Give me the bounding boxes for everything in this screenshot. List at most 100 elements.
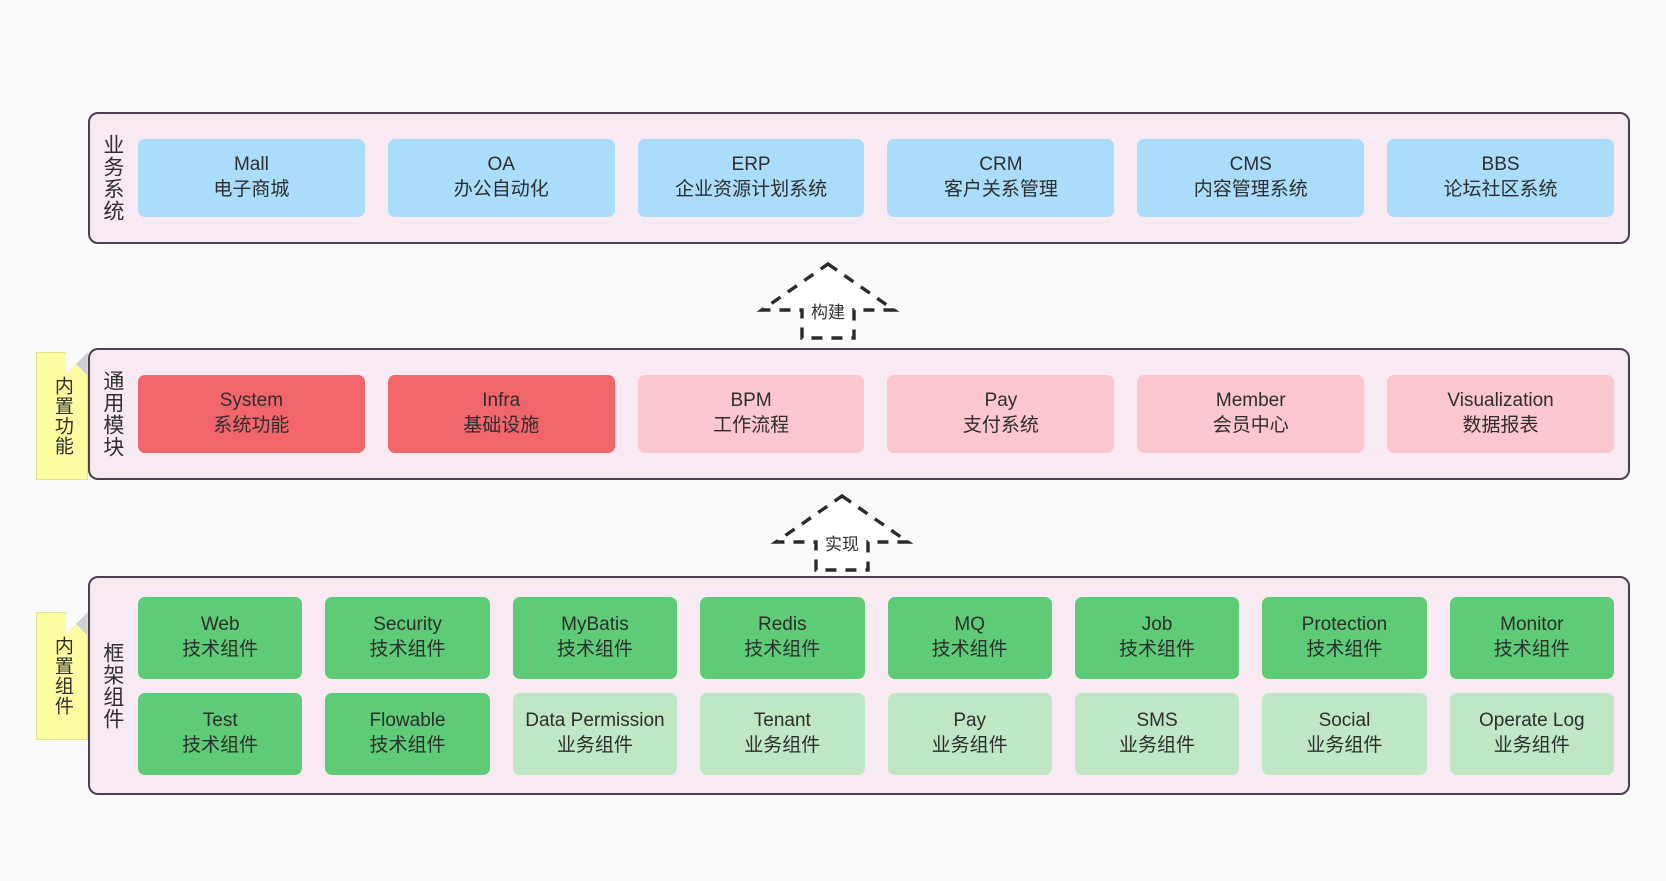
card-title: Infra: [482, 390, 521, 412]
card-mall[interactable]: Mall 电子商城: [138, 139, 365, 217]
card-social[interactable]: Social 业务组件: [1262, 692, 1427, 775]
card-subtitle: 论坛社区系统: [1443, 179, 1558, 200]
card-title: Redis: [758, 613, 807, 635]
connector-build-label: 构建: [811, 303, 845, 322]
card-web[interactable]: Web 技术组件: [138, 596, 303, 679]
card-mybatis[interactable]: MyBatis 技术组件: [512, 596, 678, 679]
card-title: SMS: [1136, 709, 1178, 731]
connector-implement: 实现: [770, 492, 914, 572]
card-row: System 系统功能 Infra 基础设施 BPM 工作流程 Pay 支付系统…: [138, 375, 1614, 453]
card-subtitle: 基础设施: [463, 415, 540, 436]
card-title: Operate Log: [1478, 709, 1585, 731]
layer-framework-title: 框架组件: [100, 641, 124, 730]
card-subtitle: 系统功能: [213, 415, 290, 436]
layer-business-system: 业务系统 Mall 电子商城 OA 办公自动化 ERP 企业资源计划系统 CRM…: [88, 112, 1630, 244]
layer-modules-cards: System 系统功能 Infra 基础设施 BPM 工作流程 Pay 支付系统…: [134, 350, 1628, 478]
card-row: Mall 电子商城 OA 办公自动化 ERP 企业资源计划系统 CRM 客户关系…: [138, 139, 1614, 217]
card-subtitle: 业务组件: [744, 734, 821, 756]
connector-implement-label: 实现: [825, 535, 859, 554]
card-member[interactable]: Member 会员中心: [1137, 375, 1365, 453]
card-subtitle: 技术组件: [1119, 638, 1196, 660]
card-title: BBS: [1481, 154, 1520, 176]
card-oa[interactable]: OA 办公自动化: [387, 139, 615, 217]
card-title: Member: [1215, 390, 1286, 412]
sticky-note-label: 内置组件: [51, 636, 73, 716]
card-subtitle: 电子商城: [213, 179, 290, 200]
card-pay[interactable]: Pay 支付系统: [887, 375, 1115, 453]
card-cms[interactable]: CMS 内容管理系统: [1137, 139, 1365, 217]
card-title: MQ: [954, 613, 985, 635]
card-title: CMS: [1229, 154, 1272, 176]
card-subtitle: 技术组件: [182, 734, 259, 756]
card-subtitle: 业务组件: [931, 734, 1008, 756]
card-subtitle: 支付系统: [962, 415, 1039, 436]
card-crm[interactable]: CRM 客户关系管理: [887, 139, 1115, 217]
layer-modules-title: 通用模块: [100, 370, 124, 458]
card-subtitle: 业务组件: [556, 734, 633, 756]
card-title: Job: [1141, 613, 1173, 635]
card-title: Web: [200, 613, 240, 635]
card-erp[interactable]: ERP 企业资源计划系统: [637, 139, 865, 217]
card-title: CRM: [979, 154, 1023, 176]
card-title: Pay: [953, 709, 987, 731]
card-subtitle: 工作流程: [713, 415, 790, 436]
card-subtitle: 业务组件: [1306, 734, 1383, 756]
card-subtitle: 技术组件: [369, 638, 446, 660]
card-subtitle: 数据报表: [1462, 415, 1539, 436]
card-bpm[interactable]: BPM 工作流程: [637, 375, 865, 453]
card-subtitle: 技术组件: [556, 638, 633, 660]
card-title: Mall: [233, 154, 269, 176]
card-title: ERP: [731, 154, 771, 176]
layer-business-title: 业务系统: [100, 134, 124, 222]
card-row: Test 技术组件 Flowable 技术组件 Data Permission …: [138, 692, 1614, 775]
card-sms[interactable]: SMS 业务组件: [1074, 692, 1240, 775]
card-subtitle: 企业资源计划系统: [675, 179, 828, 200]
card-title: System: [219, 390, 284, 412]
dashed-up-arrow-icon: [770, 493, 914, 572]
connector-build: 构建: [756, 260, 900, 340]
card-subtitle: 技术组件: [1306, 638, 1383, 660]
card-subtitle: 客户关系管理: [943, 179, 1058, 200]
card-infra[interactable]: Infra 基础设施: [387, 375, 615, 453]
card-bbs[interactable]: BBS 论坛社区系统: [1387, 139, 1614, 217]
card-subtitle: 内容管理系统: [1193, 179, 1308, 200]
card-security[interactable]: Security 技术组件: [325, 596, 490, 679]
card-operate-log[interactable]: Operate Log 业务组件: [1449, 692, 1614, 775]
card-title: Tenant: [753, 709, 811, 731]
card-pay-component[interactable]: Pay 业务组件: [887, 692, 1052, 775]
card-title: Social: [1318, 709, 1371, 731]
card-title: Test: [202, 709, 238, 731]
card-title: OA: [487, 154, 515, 176]
card-job[interactable]: Job 技术组件: [1074, 596, 1240, 679]
card-protection[interactable]: Protection 技术组件: [1262, 596, 1427, 679]
sticky-note-label: 内置功能: [51, 376, 73, 456]
card-tenant[interactable]: Tenant 业务组件: [700, 692, 865, 775]
card-subtitle: 技术组件: [182, 638, 259, 660]
card-title: Protection: [1301, 613, 1388, 635]
card-subtitle: 会员中心: [1212, 415, 1289, 436]
card-flowable[interactable]: Flowable 技术组件: [325, 692, 490, 775]
card-system[interactable]: System 系统功能: [138, 375, 365, 453]
card-monitor[interactable]: Monitor 技术组件: [1449, 596, 1614, 679]
card-redis[interactable]: Redis 技术组件: [700, 596, 865, 679]
card-subtitle: 技术组件: [1493, 638, 1570, 660]
card-title: Data Permission: [525, 709, 665, 731]
dashed-up-arrow-icon: [756, 261, 900, 340]
card-mq[interactable]: MQ 技术组件: [887, 596, 1052, 679]
card-title: Pay: [984, 390, 1018, 412]
card-subtitle: 办公自动化: [453, 179, 549, 200]
card-title: Visualization: [1447, 390, 1554, 412]
card-subtitle: 技术组件: [369, 734, 446, 756]
card-title: MyBatis: [561, 613, 629, 635]
card-subtitle: 业务组件: [1119, 734, 1196, 756]
sticky-note-builtin-components: 内置组件: [36, 612, 88, 740]
card-title: Flowable: [369, 709, 446, 731]
layer-common-modules: 通用模块 System 系统功能 Infra 基础设施 BPM 工作流程 Pay…: [88, 348, 1630, 480]
card-row: Web 技术组件 Security 技术组件 MyBatis 技术组件 Redi…: [138, 596, 1614, 679]
card-test[interactable]: Test 技术组件: [138, 692, 303, 775]
card-visualization[interactable]: Visualization 数据报表: [1387, 375, 1614, 453]
layer-business-cards: Mall 电子商城 OA 办公自动化 ERP 企业资源计划系统 CRM 客户关系…: [134, 114, 1628, 242]
card-title: Monitor: [1500, 613, 1564, 635]
card-data-permission[interactable]: Data Permission 业务组件: [512, 692, 678, 775]
